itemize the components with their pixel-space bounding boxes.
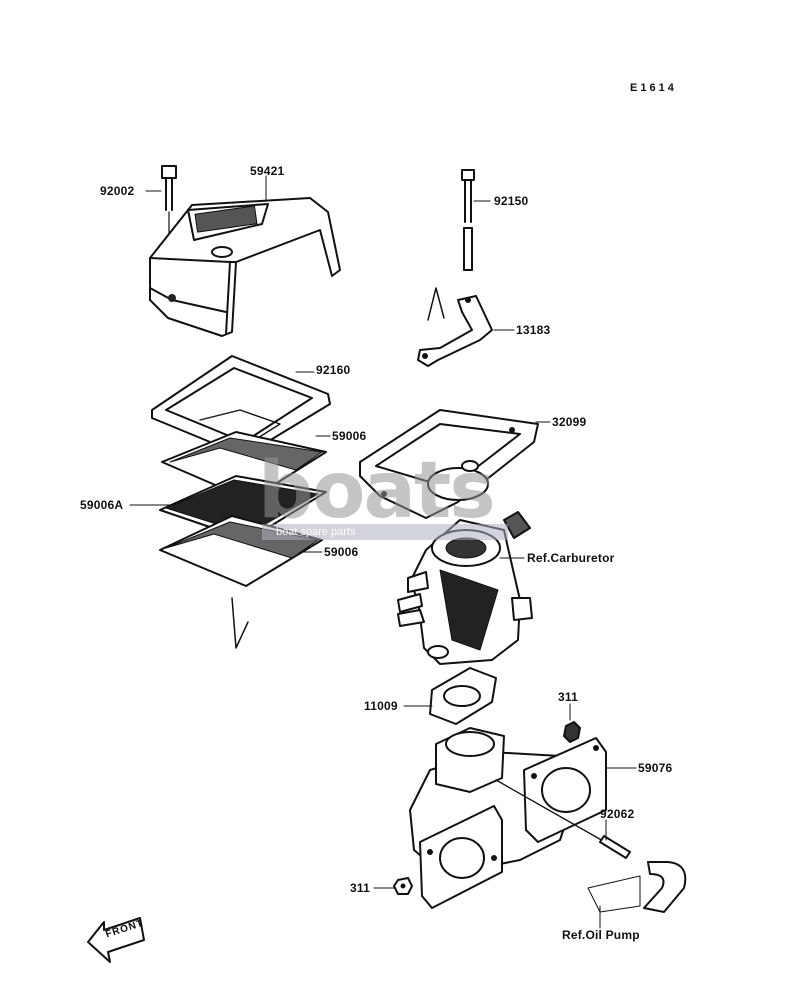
diagram-code: E1614 [630, 82, 677, 94]
callout-92160: 92160 [316, 363, 351, 377]
callout-59006A: 59006A [80, 498, 124, 512]
intake-manifold [409, 727, 607, 909]
base-32099 [359, 409, 539, 519]
callout-11009: 11009 [364, 699, 398, 713]
callout-92002: 92002 [100, 184, 135, 198]
gasket-11009 [429, 667, 497, 725]
callout-92150: 92150 [494, 194, 529, 208]
pin-92062 [495, 779, 631, 859]
bracket-13183 [417, 287, 493, 367]
callout-59421: 59421 [250, 164, 285, 178]
nut-311-upper [563, 721, 581, 743]
callout-32099: 32099 [552, 415, 587, 429]
gasket-92160 [151, 355, 331, 457]
oil-pump-hose [587, 861, 687, 913]
watermark-brand: boats [258, 446, 496, 536]
callout-59006-bottom: 59006 [324, 545, 359, 559]
alignment-mark [231, 597, 249, 649]
front-arrow-icon [87, 917, 145, 963]
callout-59076: 59076 [638, 761, 673, 775]
stud-92150 [461, 169, 475, 271]
callout-ref-carburetor: Ref.Carburetor [527, 551, 615, 565]
callout-59006-top: 59006 [332, 429, 367, 443]
callout-92062: 92062 [600, 807, 635, 821]
callout-311-lower: 311 [350, 881, 370, 895]
callout-311-upper: 311 [558, 690, 578, 704]
cover-59421 [149, 197, 341, 337]
leader-lines [129, 175, 637, 929]
callout-13183: 13183 [516, 323, 551, 337]
callout-ref-oil-pump: Ref.Oil Pump [562, 928, 640, 942]
watermark-tagline: boat spare parts [262, 524, 508, 540]
nut-311-lower [393, 877, 413, 895]
